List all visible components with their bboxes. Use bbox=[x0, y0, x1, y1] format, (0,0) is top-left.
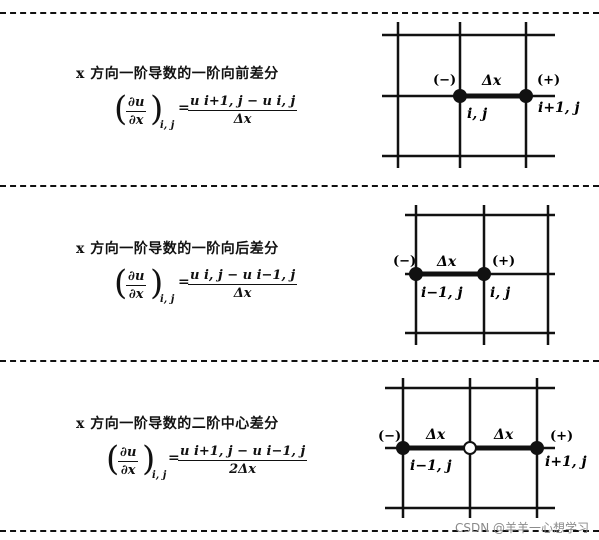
panel-2-title: x 方向一阶导数的一阶向后差分 bbox=[76, 241, 279, 257]
separator-bottom bbox=[0, 530, 599, 532]
paren-left: ( bbox=[114, 89, 128, 129]
paren-left: ( bbox=[106, 439, 120, 479]
lhs-subscript: i, j bbox=[152, 470, 167, 481]
panel-3-dx-label-2: Δx bbox=[493, 427, 514, 443]
panel-2-node-a-label: i−1, j bbox=[421, 285, 463, 301]
panel-2-node-a bbox=[409, 267, 423, 281]
paren-right: ) bbox=[150, 263, 164, 303]
panel-1-node-b bbox=[519, 89, 533, 103]
panel-2-minus-label: (−) bbox=[393, 254, 416, 269]
panel-3-node-a-label: i−1, j bbox=[410, 458, 452, 474]
panel-1-title: x 方向一阶导数的一阶向前差分 bbox=[76, 66, 279, 82]
lhs-subscript: i, j bbox=[160, 120, 175, 131]
panel-3-plus-label: (+) bbox=[550, 429, 573, 444]
panel-2-node-b bbox=[477, 267, 491, 281]
panel-3-dx-label-1: Δx bbox=[425, 427, 446, 443]
lhs-fraction: ∂u ∂x bbox=[126, 269, 147, 302]
panel-3-title: x 方向一阶导数的二阶中心差分 bbox=[76, 416, 279, 432]
equals-sign: = bbox=[168, 450, 180, 466]
panel-1-node-a-label: i, j bbox=[467, 106, 487, 122]
watermark: CSDN @羊羊一心想学习 bbox=[454, 521, 589, 535]
separator-2 bbox=[0, 360, 599, 362]
paren-right: ) bbox=[150, 89, 164, 129]
panel-2-dx-label: Δx bbox=[436, 254, 457, 270]
panel-2-plus-label: (+) bbox=[492, 254, 515, 269]
equals-sign: = bbox=[178, 274, 190, 290]
rhs-fraction: u i+1, j − u i, j Δx bbox=[188, 94, 298, 127]
equals-sign: = bbox=[178, 100, 190, 116]
panel-3-node-b bbox=[530, 441, 544, 455]
lhs-subscript: i, j bbox=[160, 294, 175, 305]
lhs-fraction: ∂u ∂x bbox=[126, 95, 147, 128]
separator-1 bbox=[0, 185, 599, 187]
panel-1-plus-label: (+) bbox=[537, 73, 560, 88]
paren-left: ( bbox=[114, 263, 128, 303]
panel-1-node-a bbox=[453, 89, 467, 103]
panel-3-node-b-label: i+1, j bbox=[545, 454, 587, 470]
paren-right: ) bbox=[142, 439, 156, 479]
panel-3-node-center bbox=[463, 441, 477, 455]
panel-1-node-b-label: i+1, j bbox=[538, 100, 580, 116]
panel-3-node-a bbox=[396, 441, 410, 455]
panel-1-dx-label: Δx bbox=[481, 73, 502, 89]
rhs-fraction: u i, j − u i−1, j Δx bbox=[188, 268, 298, 301]
separator-top bbox=[0, 12, 599, 14]
lhs-fraction: ∂u ∂x bbox=[118, 445, 139, 478]
panel-2-node-b-label: i, j bbox=[490, 285, 510, 301]
panel-3-minus-label: (−) bbox=[378, 429, 401, 444]
rhs-fraction: u i+1, j − u i−1, j 2Δx bbox=[178, 444, 308, 477]
panel-1-minus-label: (−) bbox=[433, 73, 456, 88]
